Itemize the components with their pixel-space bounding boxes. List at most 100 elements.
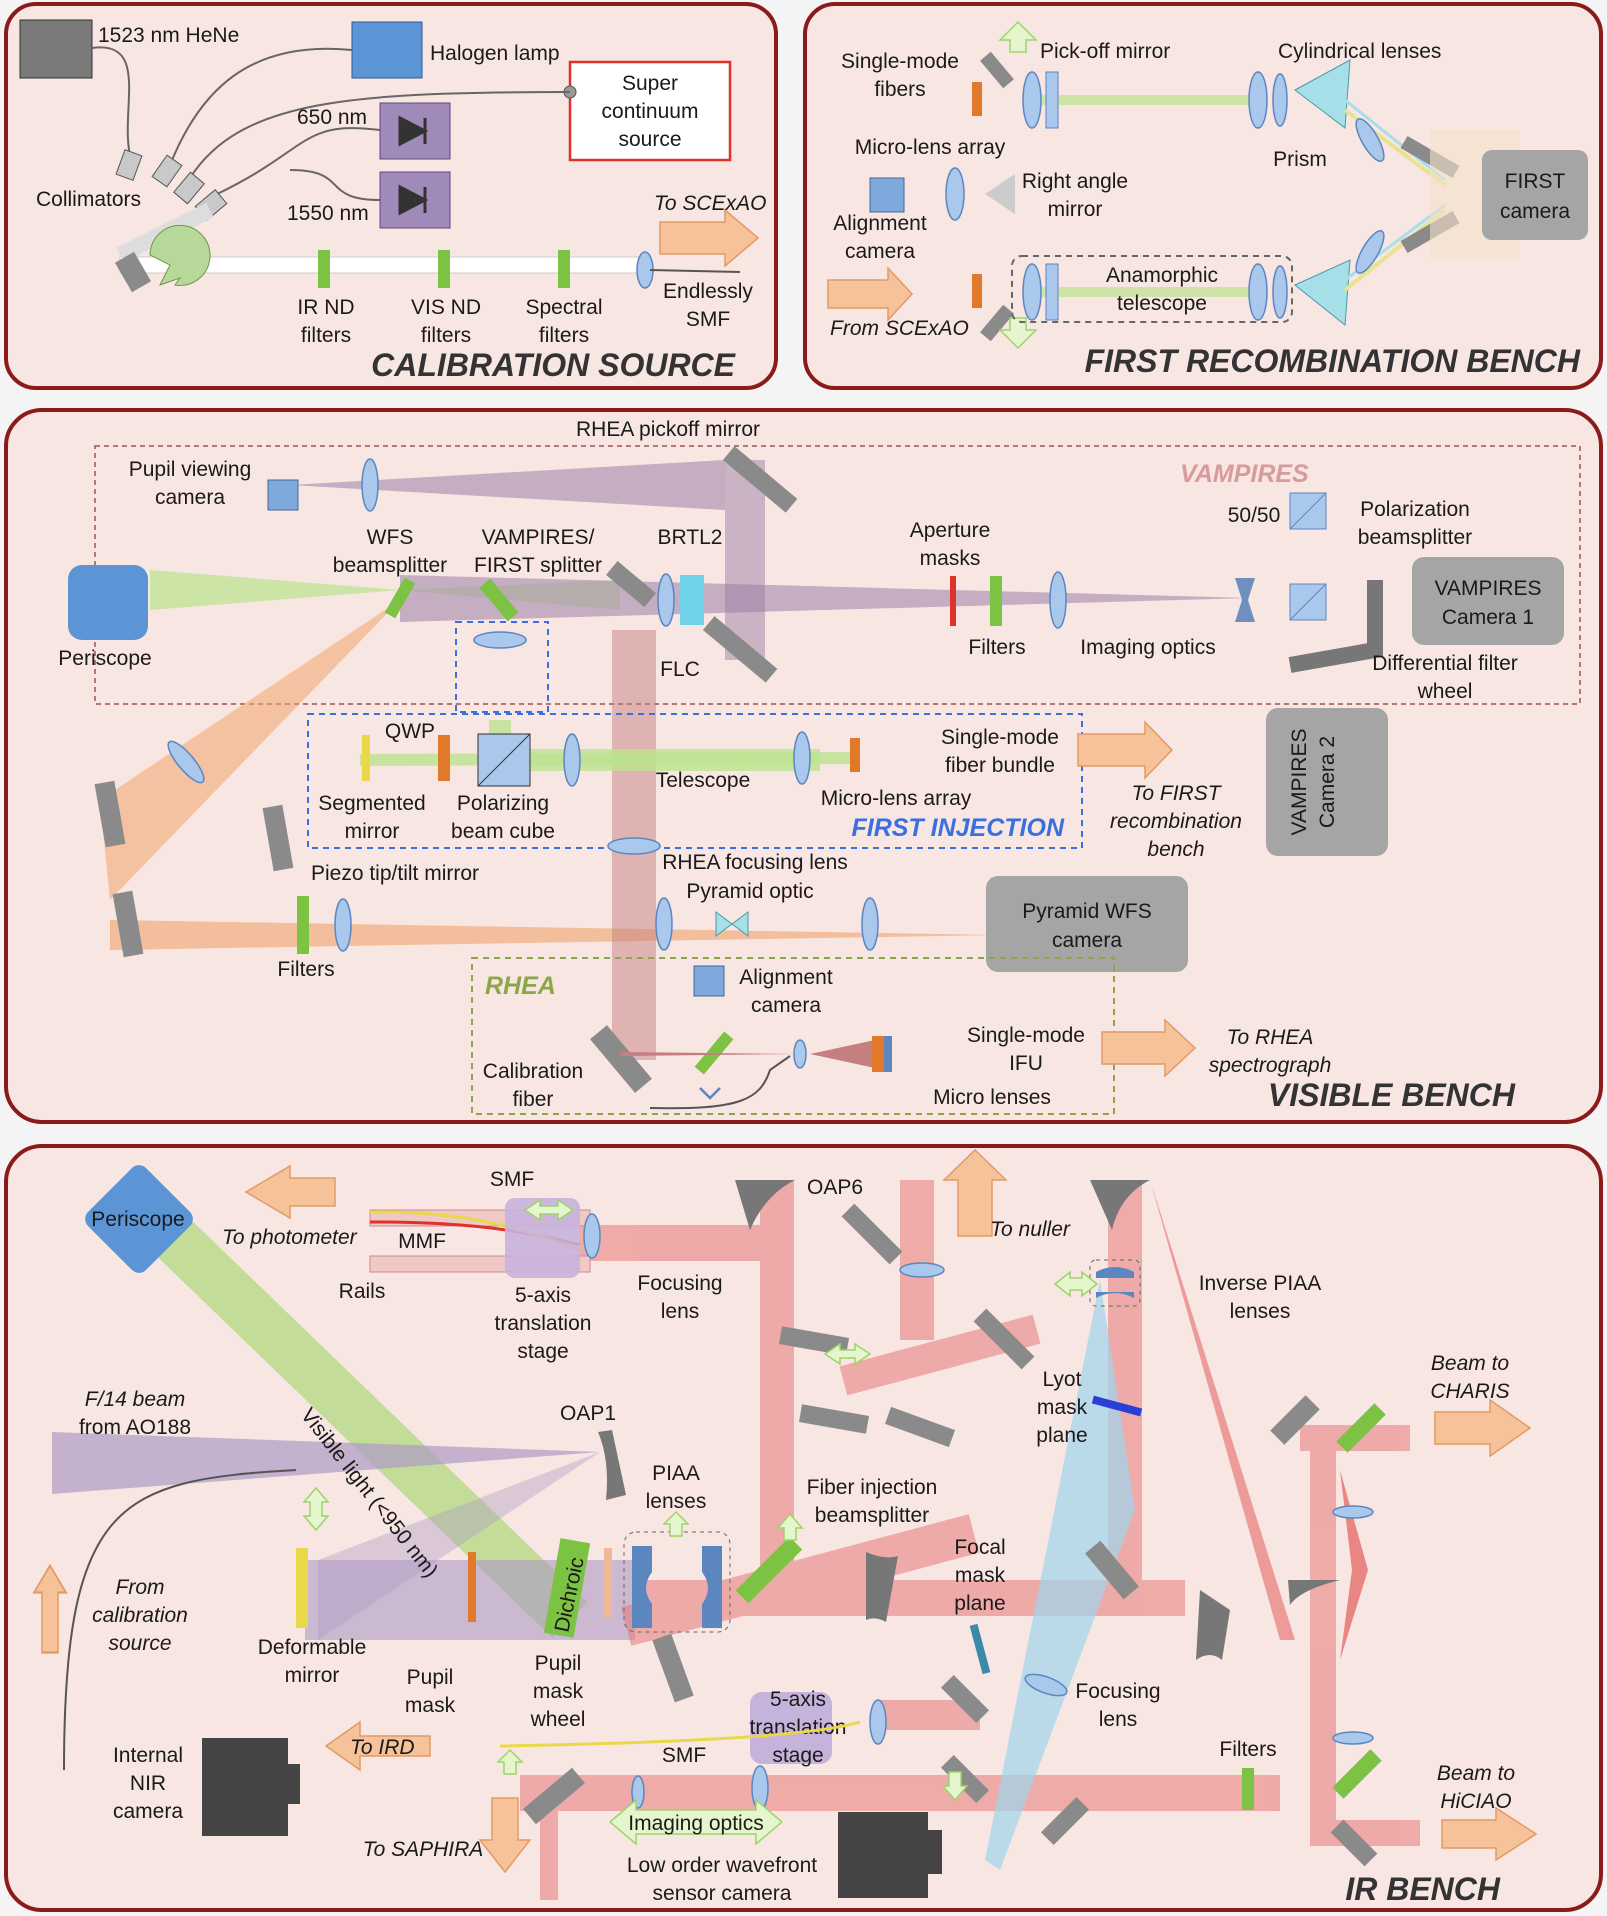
stage5b-label2: translation [750, 1716, 847, 1739]
smf-bundle-label2: fiber bundle [945, 754, 1055, 777]
aperture-label1: Aperture [910, 519, 991, 542]
beam-charis-label1: Beam to [1431, 1352, 1510, 1375]
ir-nd-label2: filters [301, 324, 351, 347]
vis-nd-label1: VIS ND [411, 296, 481, 319]
ir-focus-label2: lens [661, 1300, 700, 1323]
to-rhea-label2: spectrograph [1209, 1054, 1332, 1077]
supercontinuum-line2: continuum [602, 100, 699, 123]
rotation-arrow-icon [149, 224, 211, 286]
from-cal-label2: calibration [92, 1604, 188, 1627]
piaa-label2: lenses [646, 1490, 707, 1513]
spectral-label1: Spectral [525, 296, 602, 319]
first-injection-title: FIRST INJECTION [851, 814, 1064, 842]
lyot-label1: Lyot [1043, 1368, 1082, 1391]
endlessly-label1: Endlessly [663, 280, 753, 303]
to-scexao-arrow [659, 208, 760, 268]
def-mirror-label1: Deformable [258, 1636, 367, 1659]
internal-nir-camera [202, 1738, 288, 1836]
first-smf-label1: Single-mode [841, 50, 959, 73]
beam-charis-arrow [1434, 1398, 1532, 1458]
rhea-align-label2: camera [751, 994, 821, 1017]
lowfs-camera [838, 1812, 928, 1898]
visible-periscope [68, 565, 148, 640]
from-scexao-label: From SCExAO [830, 317, 969, 340]
first-mla-label: Micro-lens array [855, 136, 1006, 159]
lyot-label3: plane [1036, 1424, 1087, 1447]
vis-nd-label2: filters [421, 324, 471, 347]
first-align-camera [869, 177, 905, 213]
def-mirror-label2: mirror [285, 1664, 340, 1687]
right-angle-label1: Right angle [1022, 170, 1128, 193]
to-rhea-arrow [1101, 1018, 1197, 1078]
focal-mask-label1: Focal [954, 1536, 1005, 1559]
collimators-label: Collimators [36, 188, 141, 211]
aperture-label2: masks [920, 547, 981, 570]
to-first-label2: recombination [1110, 810, 1242, 833]
cal-fiber-label1: Calibration [483, 1060, 583, 1083]
from-cal-arrow [32, 1563, 68, 1654]
ir-periscope [85, 1165, 193, 1273]
first-cam-label1: FIRST [1505, 170, 1566, 193]
diode-650-icon [398, 115, 429, 147]
pupil-wheel-label2: mask [533, 1680, 584, 1703]
brtl2-label: BRTL2 [658, 526, 723, 549]
anamorphic-label2: telescope [1117, 292, 1207, 315]
from-scexao-arrow [827, 266, 914, 322]
seg-mirror-label2: mirror [345, 820, 400, 843]
filters-label: Filters [968, 636, 1025, 659]
to-photometer-label: To photometer [222, 1226, 358, 1249]
anamorphic-label1: Anamorphic [1106, 264, 1218, 287]
vampires-camera-1 [1412, 557, 1564, 645]
smf-bundle-label1: Single-mode [941, 726, 1059, 749]
piezo-label: Piezo tip/tilt mirror [311, 862, 479, 885]
imaging-label: Imaging optics [1080, 636, 1215, 659]
endlessly-label2: SMF [686, 308, 730, 331]
oap6-label: OAP6 [807, 1176, 863, 1199]
cal-fiber-label2: fiber [513, 1088, 554, 1111]
halogen-label: Halogen lamp [430, 42, 560, 65]
vamp-cam1-label1: VAMPIRES [1435, 577, 1542, 600]
vis-nd-filter [438, 250, 450, 288]
first-align-label2: camera [845, 240, 915, 263]
stage5b-label3: stage [772, 1744, 823, 1767]
lowfs-label2: sensor camera [653, 1882, 792, 1905]
wfs-bs-label2: beamsplitter [333, 554, 447, 577]
sm-ifu-label1: Single-mode [967, 1024, 1085, 1047]
vamp-first-label1: VAMPIRES/ [482, 526, 595, 549]
pupil-cam-label1: Pupil viewing [129, 458, 252, 481]
translation-stage-bottom [750, 1692, 832, 1764]
fiber-inj-label2: beamsplitter [815, 1504, 929, 1527]
first-mla-bottom [972, 274, 982, 308]
filters2-label: Filters [277, 958, 334, 981]
anamorphic-box [1011, 255, 1293, 323]
sm-ifu-label2: IFU [1009, 1052, 1043, 1075]
f14-label1: F/14 beam [85, 1388, 185, 1411]
supercontinuum-box [568, 60, 732, 162]
to-saphira-arrow [478, 1797, 532, 1874]
to-first-label3: bench [1147, 838, 1204, 861]
focus-lens2-label1: Focusing [1075, 1680, 1160, 1703]
to-first-arrow [1077, 720, 1174, 780]
from-cal-label1: From [116, 1576, 165, 1599]
vis-mla-label: Micro-lens array [821, 787, 972, 810]
pupil-mask-label2: mask [405, 1694, 456, 1717]
ir-title: IR BENCH [1345, 1871, 1501, 1907]
prism-top [1294, 59, 1351, 129]
to-nuller-arrow [942, 1148, 1008, 1237]
fifty-label: 50/50 [1228, 504, 1281, 527]
focus-lens2-label2: lens [1099, 1708, 1138, 1731]
supercontinuum-line1: Super [622, 72, 678, 95]
ir-focus-label1: Focusing [637, 1272, 722, 1295]
first-smf-label2: fibers [874, 78, 925, 101]
internal-nir-label2: NIR [130, 1772, 166, 1795]
pupil-wheel-label3: wheel [530, 1708, 586, 1731]
nm650-label: 650 nm [297, 106, 367, 129]
spectral-filter [558, 250, 570, 288]
right-angle-label2: mirror [1048, 198, 1103, 221]
cal-fold-mirror [114, 251, 152, 293]
first-mla-top [972, 82, 982, 116]
imaging-optics-arrow [608, 1798, 784, 1846]
lowfs-label1: Low order wavefront [627, 1854, 817, 1877]
pol-bs-label2: beamsplitter [1358, 526, 1472, 549]
